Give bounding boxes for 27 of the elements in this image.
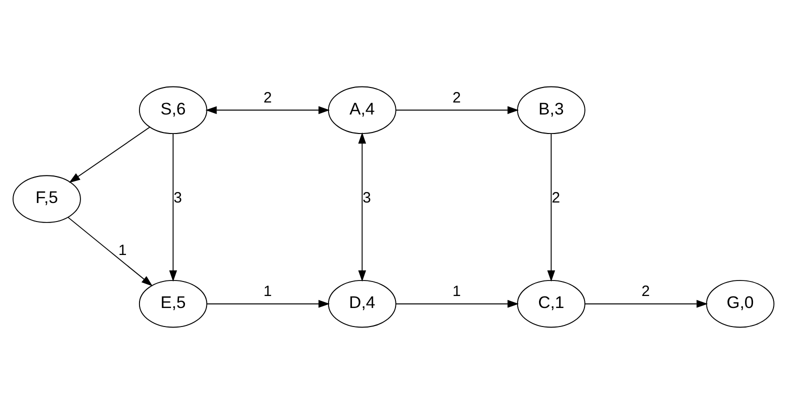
edge-label: 1 [452, 283, 461, 300]
arrow [169, 133, 178, 282]
node-ellipse: C,1 [517, 280, 586, 328]
node-ellipse: G,0 [706, 280, 774, 328]
edge-label: 2 [263, 89, 272, 106]
edge-label: 2 [642, 283, 650, 300]
node-ellipse: F,5 [12, 175, 81, 223]
arrow [68, 216, 153, 286]
node-ellipse: A,4 [328, 86, 396, 134]
arrow [358, 132, 366, 282]
node-ellipse: B,3 [517, 86, 586, 134]
edge-label: 1 [263, 283, 272, 300]
edge-label: 2 [452, 89, 461, 106]
arrow [395, 300, 519, 308]
edge-label: 1 [118, 242, 127, 260]
edge-label: 3 [174, 190, 182, 207]
arrow [206, 300, 330, 308]
node-ellipse: E,5 [138, 280, 208, 328]
arrow [547, 133, 556, 282]
arrow [584, 300, 708, 308]
edge-label: 2 [552, 190, 560, 207]
node-ellipse: D,4 [328, 280, 396, 328]
edge-label: 3 [362, 190, 371, 207]
arrow [205, 106, 330, 114]
arrow [68, 126, 150, 183]
arrow [395, 106, 519, 114]
node-ellipse: S,6 [138, 86, 208, 134]
